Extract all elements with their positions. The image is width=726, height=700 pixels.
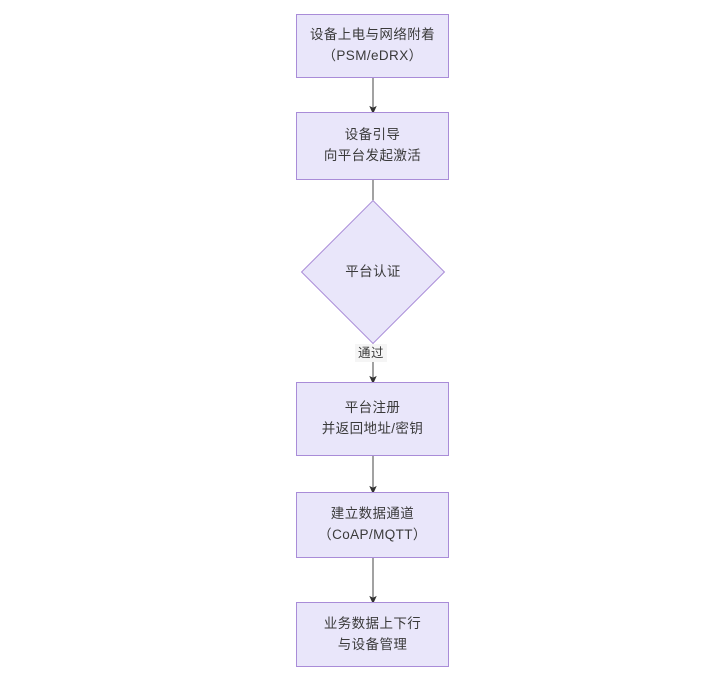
node-label-line: 平台认证	[345, 263, 401, 279]
node-label-line: 建立数据通道	[330, 506, 415, 522]
node-label-line: （CoAP/MQTT）	[318, 527, 427, 542]
node-label-line: 业务数据上下行	[323, 615, 422, 631]
node-label-line: 平台注册	[344, 400, 401, 416]
node-label-line: 并返回地址/密钥	[321, 421, 424, 436]
node-device-power-on[interactable]: 设备上电与网络附着 （PSM/eDRX）	[296, 14, 449, 78]
node-establish-data-channel[interactable]: 建立数据通道 （CoAP/MQTT）	[296, 492, 449, 558]
node-label-line: （PSM/eDRX）	[322, 48, 423, 63]
edge-label-pass: 通过	[355, 344, 388, 363]
node-platform-registration[interactable]: 平台注册 并返回地址/密钥	[296, 382, 449, 456]
node-platform-authentication[interactable]: 平台认证	[300, 199, 446, 345]
node-label-line: 向平台发起激活	[323, 148, 422, 163]
node-device-bootstrap[interactable]: 设备引导 向平台发起激活	[296, 112, 449, 180]
node-label-line: 设备引导	[344, 127, 401, 143]
node-business-data-and-device-management[interactable]: 业务数据上下行 与设备管理	[296, 602, 449, 667]
node-label-line: 设备上电与网络附着	[309, 27, 436, 43]
node-label-line: 与设备管理	[337, 636, 408, 652]
